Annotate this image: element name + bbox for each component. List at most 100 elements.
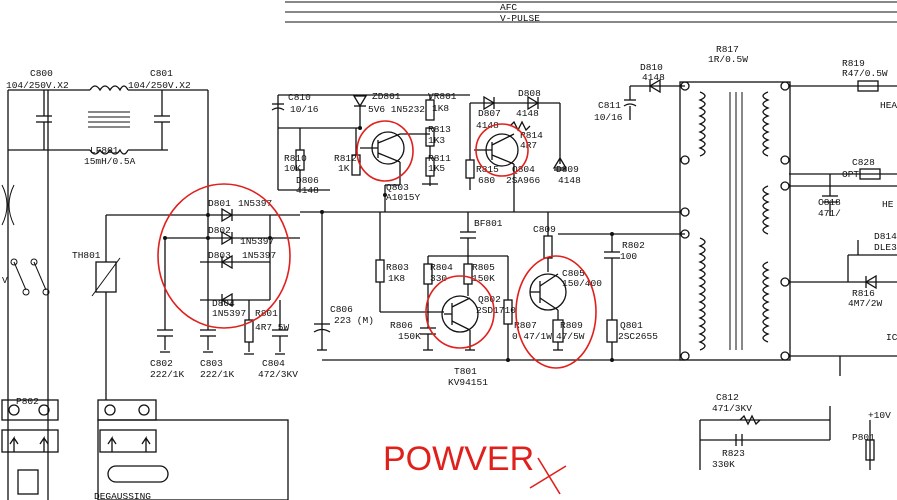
ring-q804 (475, 123, 529, 177)
connectors: P802 DEGAUSSING (1, 396, 289, 500)
mains-filter: C800 104/250V.X2 C801 104/250V.X2 LF801 … (1, 68, 208, 500)
c828-value: 471/ (818, 208, 841, 219)
r812-ref: R812 (334, 153, 357, 164)
d810-value: 4148 (642, 72, 665, 83)
vr801-ref: VR801 (428, 91, 457, 102)
d803-ref: D803 (208, 250, 231, 261)
q803-value: A1015Y (386, 192, 421, 203)
c804-value: 472/3KV (258, 369, 298, 380)
r814-ref: R814 (520, 130, 543, 141)
r815-value: 680 (478, 175, 495, 186)
vr801-value: 1K8 (432, 103, 449, 114)
d807-value: 4148 (476, 120, 499, 131)
t801-transformer: R817 1R/0.5W (679, 44, 791, 361)
r812-value: 1K (338, 163, 350, 174)
v-pulse-label: V-PULSE (500, 13, 540, 24)
q801-value: KV94151 (448, 377, 488, 388)
lf801-value: 15mH/0.5A (84, 156, 136, 167)
r813-value: 1K3 (428, 135, 445, 146)
r823-ref: P801 (852, 432, 875, 443)
ring-bridge (157, 183, 291, 329)
q801-ref: T801 (454, 366, 477, 377)
edge-label-he2: HE (882, 199, 894, 210)
th801-thermistor: TH801 (72, 215, 121, 400)
powver-annotation: POWVER (383, 440, 534, 478)
d807-ref: D807 (478, 108, 501, 119)
c818-value: DLE30E (874, 242, 897, 253)
edge-label-v: V (2, 275, 8, 286)
c801-value: 104/250V.X2 (128, 80, 191, 91)
d808-value: 4148 (516, 108, 539, 119)
rail-label: +10V (868, 410, 891, 421)
bleeder-network: C812 471/3KV R823 330K +10V P801 (699, 392, 891, 470)
q804-ref: Q804 (512, 164, 535, 175)
q804-section: D807 4148 D808 4148 R814 4R7 R815 680 Q8… (465, 88, 581, 212)
q803-ref: Q803 (386, 182, 409, 193)
q802-value: 150/400 (562, 278, 602, 289)
c812-value: 330K (712, 459, 735, 470)
r804-ref: R805 (472, 262, 495, 273)
r819-ref: C828 (852, 157, 875, 168)
ring-q801 (425, 275, 495, 349)
r814-value: 4R7 (520, 140, 537, 151)
c810-value: 10/16 (290, 104, 319, 115)
d804-value: 1N5397 (212, 308, 246, 319)
control-section: C810 10/16 R810 10K D806 4148 ZD801 5V6 … (271, 91, 470, 212)
r811-ref: R811 (428, 153, 451, 164)
input-caps: C802 222/1K C803 222/1K R801 4R7 5W C804… (150, 238, 298, 380)
output-stage: BF801 C809 R802 100 R803 1K8 R804 330 R8… (375, 212, 685, 388)
r819-value: OPT (842, 169, 859, 180)
r809-value: 2SC2655 (618, 331, 658, 342)
c803-ref: C803 (200, 358, 223, 369)
d814-ref: R816 (852, 288, 875, 299)
r801-ref: R801 (255, 308, 278, 319)
d809-value: 4148 (558, 175, 581, 186)
t801-value: 1R/0.5W (708, 54, 748, 65)
afc-label: AFC (500, 2, 517, 13)
c802-value: 222/1K (150, 369, 185, 380)
c806-ref: R806 (390, 320, 413, 331)
lf801-ref: LF801 (90, 145, 119, 156)
red-annotations: POWVER (157, 120, 597, 495)
q804-value: 2SA966 (506, 175, 541, 186)
c828-ref: C818 (818, 197, 841, 208)
c812-ref: R823 (722, 448, 745, 459)
zd801-value: 5V6 1N5232 (368, 104, 425, 115)
c805-ref: C806 (330, 304, 353, 315)
r817-value: R47/0.5W (842, 68, 888, 79)
bridge-rectifier: D801 1N5397 D802 1N5397 D803 1N5397 D804… (106, 90, 300, 319)
r802-value: 1K8 (388, 273, 405, 284)
secondary-outputs: R819 R47/0.5W HEA C828 OPT C818 471/ HE … (789, 58, 897, 376)
c809-ref: R802 (622, 240, 645, 251)
r813-ref: R813 (428, 124, 451, 135)
hv-rail: C806 223 (M) (300, 210, 680, 351)
c809-value: 100 (620, 251, 637, 262)
ring-q802 (515, 255, 597, 369)
c800-ref: C800 (30, 68, 53, 79)
d802-ref: D802 (208, 225, 231, 236)
r810-ref: R810 (284, 153, 307, 164)
ring-q803 (356, 120, 414, 182)
c810-ref: C810 (288, 92, 311, 103)
edge-label-hea1: HEA (880, 100, 897, 111)
c801-ref: C801 (150, 68, 173, 79)
r809-ref: Q801 (620, 320, 643, 331)
r816-value: 471/3KV (712, 403, 752, 414)
c811-value: 10/16 (594, 112, 623, 123)
edge-label-ic: IC (886, 332, 897, 343)
c804-ref: C804 (262, 358, 285, 369)
r810-value: 10K (284, 163, 301, 174)
r801-value: 4R7 5W (255, 322, 290, 333)
d801-ref: D801 (208, 198, 231, 209)
bf801-ref: C809 (533, 224, 556, 235)
c803-value: 222/1K (200, 369, 235, 380)
r806-ref: R807 (514, 320, 537, 331)
r815-ref: R815 (476, 164, 499, 175)
th801-ref: TH801 (72, 250, 101, 261)
d801-value: 1N5397 (238, 198, 272, 209)
d804-ref: D804 (212, 298, 235, 309)
d806-ref: D806 (296, 175, 319, 186)
c811-ref: C811 (598, 100, 621, 111)
r816-ref: C812 (716, 392, 739, 403)
r806-value: 0.47/1W (512, 331, 552, 342)
